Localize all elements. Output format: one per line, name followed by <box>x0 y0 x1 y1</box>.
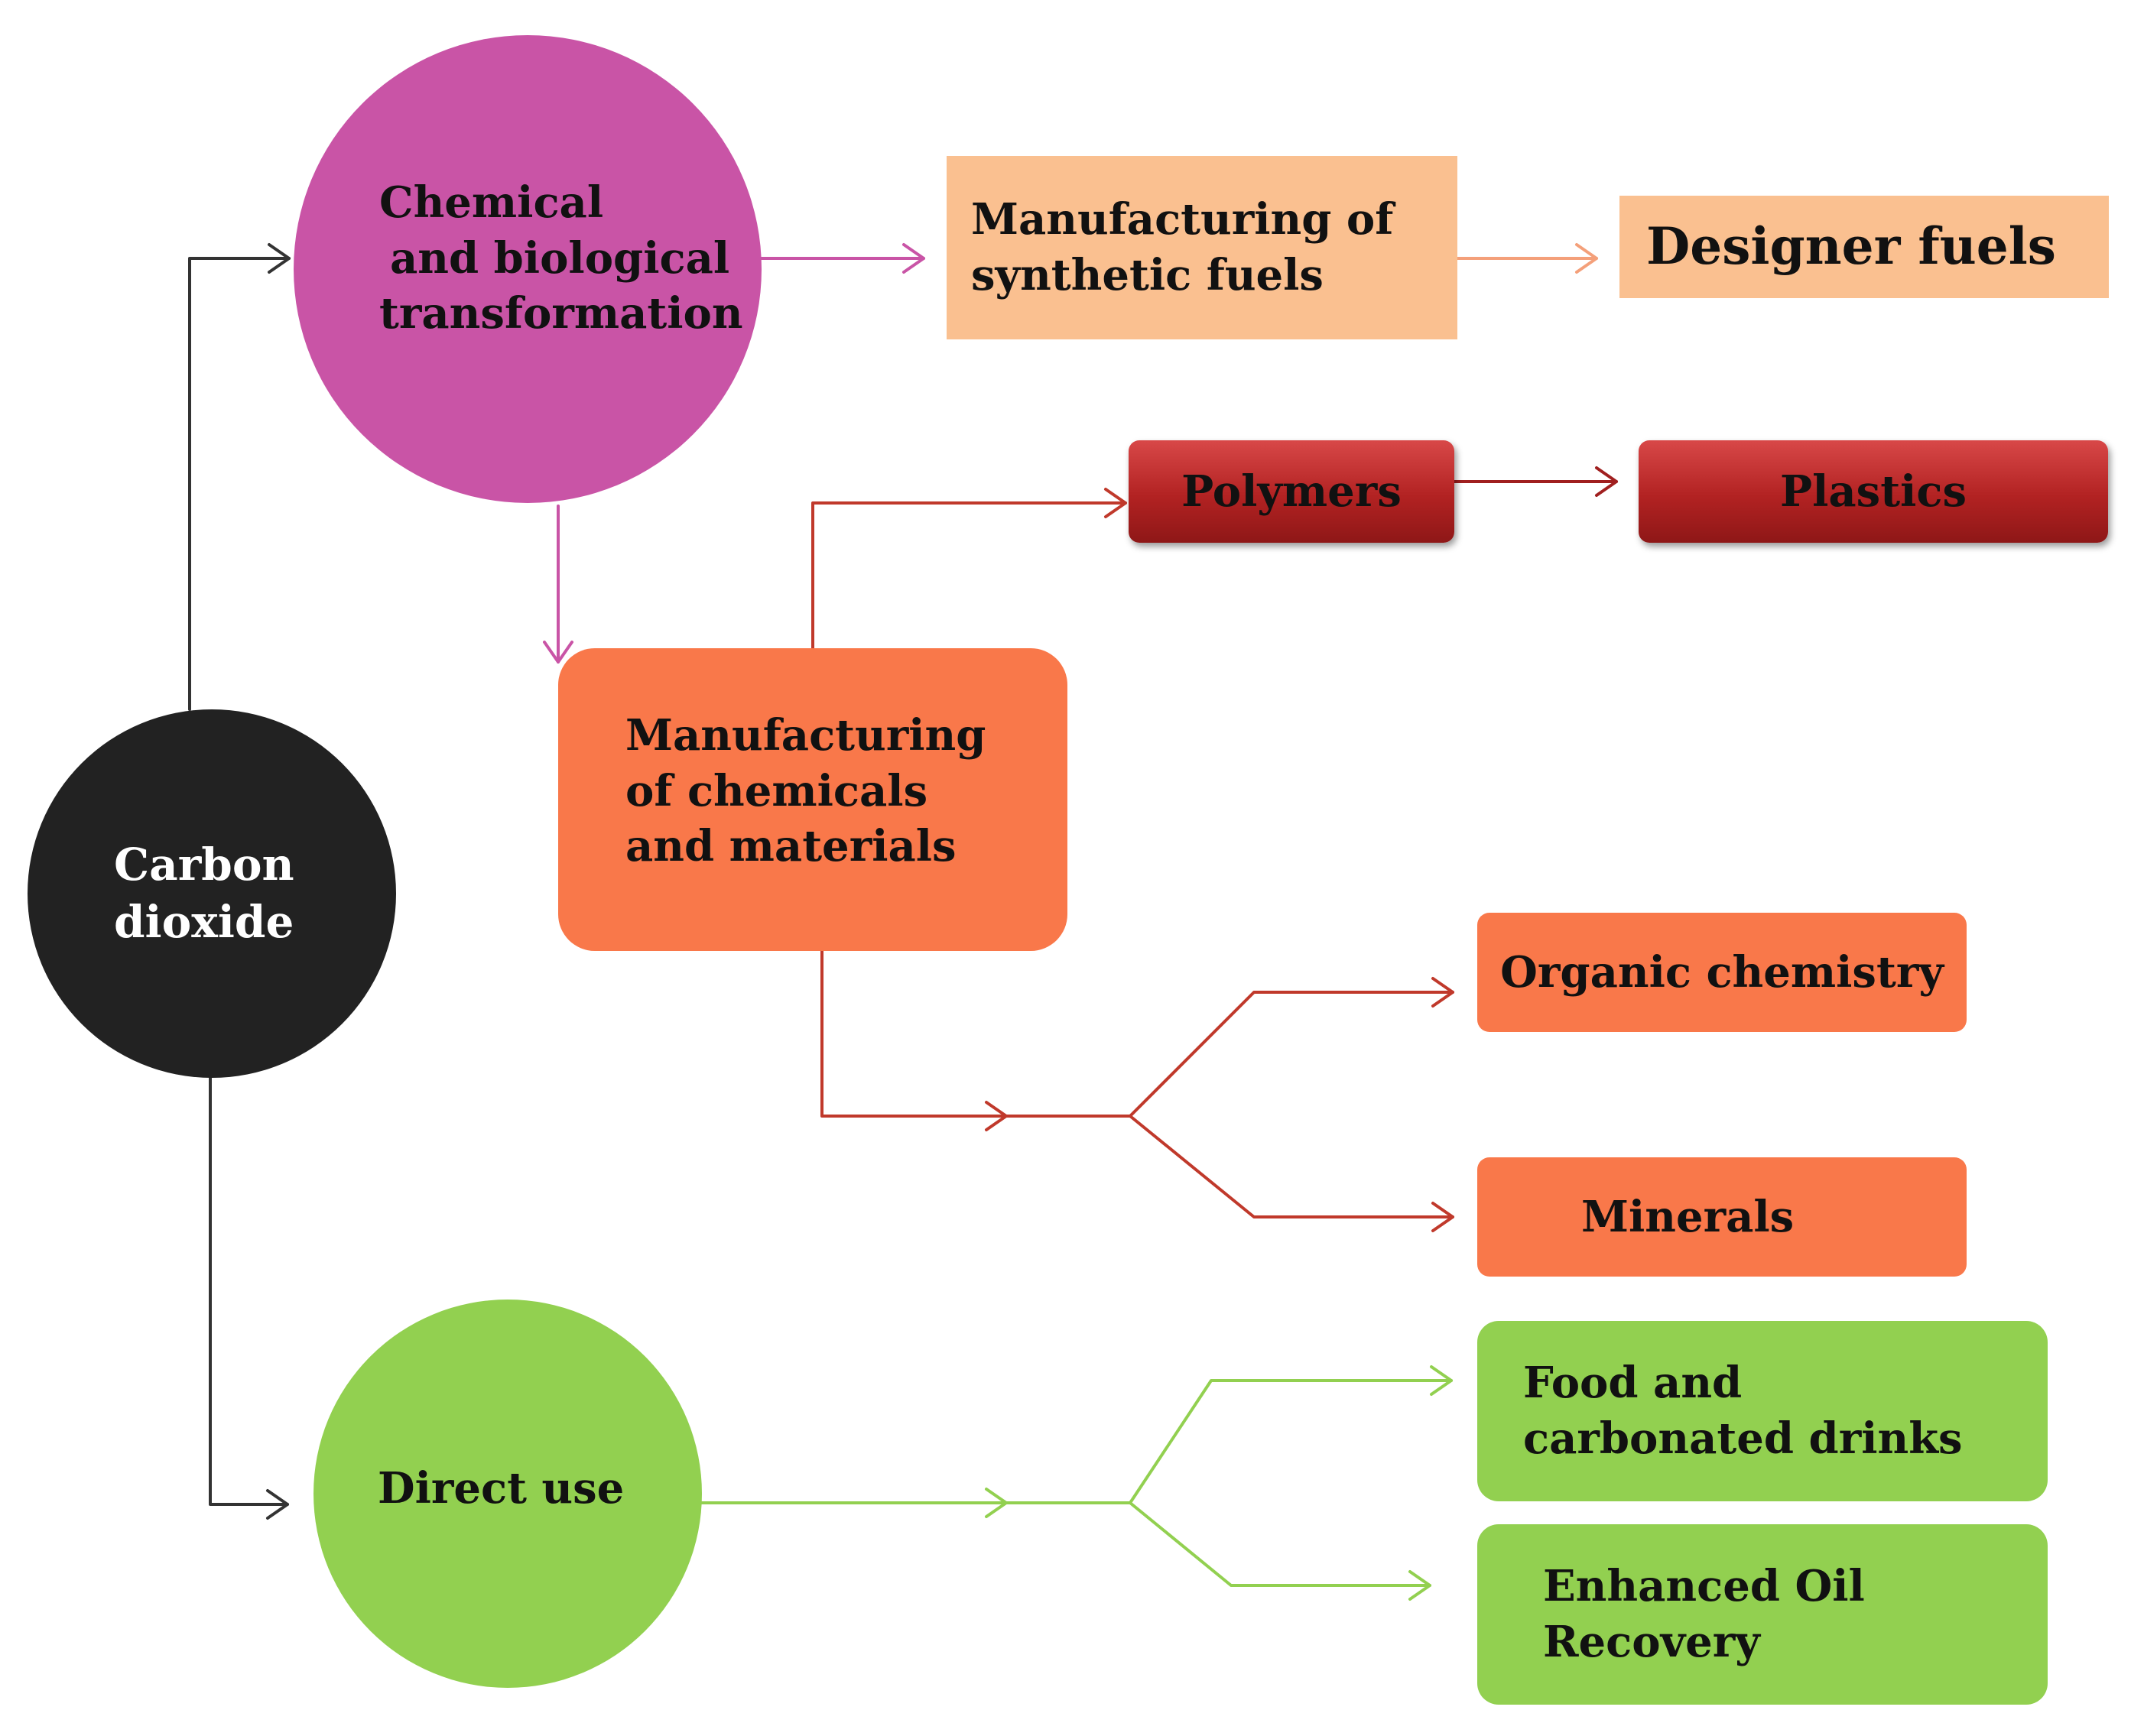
node-manufacturing-synthetic-fuels: Manufacturing of synthetic fuels <box>947 156 1457 339</box>
node-organic-chemistry-label: Organic chemistry <box>1500 946 1944 998</box>
arrow-chemicals-to-polymers <box>811 488 1127 650</box>
node-food-carbonated-drinks: Food and carbonated drinks <box>1477 1321 2048 1501</box>
node-synthetic-fuels-line-2: synthetic fuels <box>971 250 1324 300</box>
node-chemical-line-3: transformation <box>379 288 743 339</box>
node-direct-use-label: Direct use <box>378 1462 625 1514</box>
node-polymers: Polymers <box>1129 440 1454 543</box>
arrow-chemical-to-synthetic-fuels <box>760 243 925 274</box>
node-plastics: Plastics <box>1639 440 2108 543</box>
node-chemical-biological-transformation: Chemical and biological transformation <box>294 35 762 503</box>
node-organic-chemistry: Organic chemistry <box>1477 913 1967 1032</box>
node-food-line-1: Food and <box>1523 1358 1743 1409</box>
node-chemicals-line-1: Manufacturing <box>625 709 986 761</box>
node-carbon-dioxide: Carbon dioxide <box>28 709 396 1078</box>
arrow-polymers-to-plastics <box>1453 466 1618 497</box>
node-polymers-label: Polymers <box>1181 466 1402 517</box>
arrow-chemicals-to-organic-minerals <box>820 949 1454 1232</box>
arrow-chemical-to-chemicals-materials <box>543 505 573 664</box>
node-minerals-label: Minerals <box>1581 1191 1795 1242</box>
node-manufacturing-chemicals-materials: Manufacturing of chemicals and materials <box>558 648 1067 951</box>
node-direct-use: Direct use <box>313 1300 702 1688</box>
node-enhanced-oil-recovery: Enhanced Oil Recovery <box>1477 1524 2048 1705</box>
arrow-synthetic-to-designer-fuels <box>1456 243 1598 274</box>
arrow-co2-to-chemical <box>188 243 291 711</box>
arrow-direct-use-to-applications <box>700 1365 1453 1601</box>
node-minerals: Minerals <box>1477 1157 1967 1277</box>
node-synthetic-fuels-line-1: Manufacturing of <box>971 194 1394 245</box>
node-designer-fuels-label: Designer fuels <box>1646 216 2056 277</box>
node-food-line-2: carbonated drinks <box>1523 1413 1963 1464</box>
node-carbon-dioxide-line-2: dioxide <box>114 896 294 948</box>
node-eor-line-2: Recovery <box>1543 1617 1760 1667</box>
node-chemical-line-2: and biological <box>390 232 730 284</box>
node-designer-fuels: Designer fuels <box>1619 196 2109 298</box>
node-chemicals-line-3: and materials <box>625 821 957 872</box>
node-eor-line-1: Enhanced Oil <box>1543 1561 1865 1612</box>
node-plastics-label: Plastics <box>1780 466 1967 517</box>
node-chemicals-line-2: of chemicals <box>625 765 928 816</box>
node-chemical-line-1: Chemical <box>379 177 604 228</box>
arrow-co2-to-direct-use <box>209 1076 289 1520</box>
node-carbon-dioxide-line-1: Carbon <box>114 838 294 891</box>
